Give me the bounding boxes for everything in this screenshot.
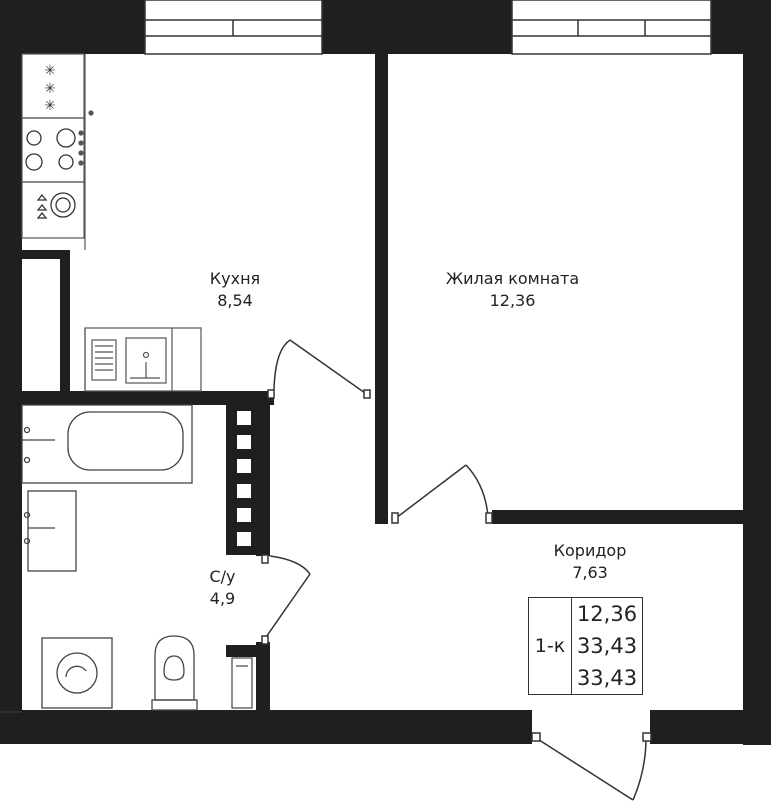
toilet-icon [151,635,198,711]
area-values: 12,36 33,43 33,43 [572,598,642,694]
total-area-value-2: 33,43 [576,666,638,690]
room-name-bathroom: С/у [209,567,236,586]
washbasin-icon [23,490,77,572]
svg-text:✳: ✳ [44,81,56,97]
dishwasher-icon [36,192,76,219]
bathtub-icon [21,404,193,484]
walls [0,0,771,745]
room-area-bathroom: 4,9 [209,589,236,608]
vent-shaft [226,405,256,555]
room-label-kitchen: Кухня 8,54 [180,268,290,312]
freezer-icon: ✳ ✳ ✳ [44,63,56,114]
washing-machine-icon [41,637,113,709]
total-area-value: 33,43 [576,634,638,658]
room-name-living: Жилая комната [445,269,580,288]
kitchen-counter [21,53,94,250]
room-area-kitchen: 8,54 [217,291,253,310]
door-living [391,464,493,524]
area-summary-box: 1-к 12,36 33,43 33,43 [528,597,643,695]
living-area-value: 12,36 [576,602,638,626]
door-bathroom [261,554,311,645]
kitchen-sink-counter [84,327,202,392]
stove-icon [25,128,76,171]
svg-text:✳: ✳ [44,98,56,114]
room-name-corridor: Коридор [553,541,627,560]
room-name-kitchen: Кухня [209,269,261,288]
riser-icon [231,657,253,709]
door-entrance [531,732,652,801]
apartment-type: 1-к [529,598,572,694]
window-kitchen [144,0,323,55]
room-area-living: 12,36 [489,291,536,310]
room-label-living: Жилая комната 12,36 [430,268,595,312]
room-label-bathroom: С/у 4,9 [190,566,255,610]
room-area-corridor: 7,63 [572,563,608,582]
door-kitchen [267,339,371,399]
svg-text:✳: ✳ [44,63,56,79]
room-label-corridor: Коридор 7,63 [535,540,645,584]
window-living [511,0,712,55]
